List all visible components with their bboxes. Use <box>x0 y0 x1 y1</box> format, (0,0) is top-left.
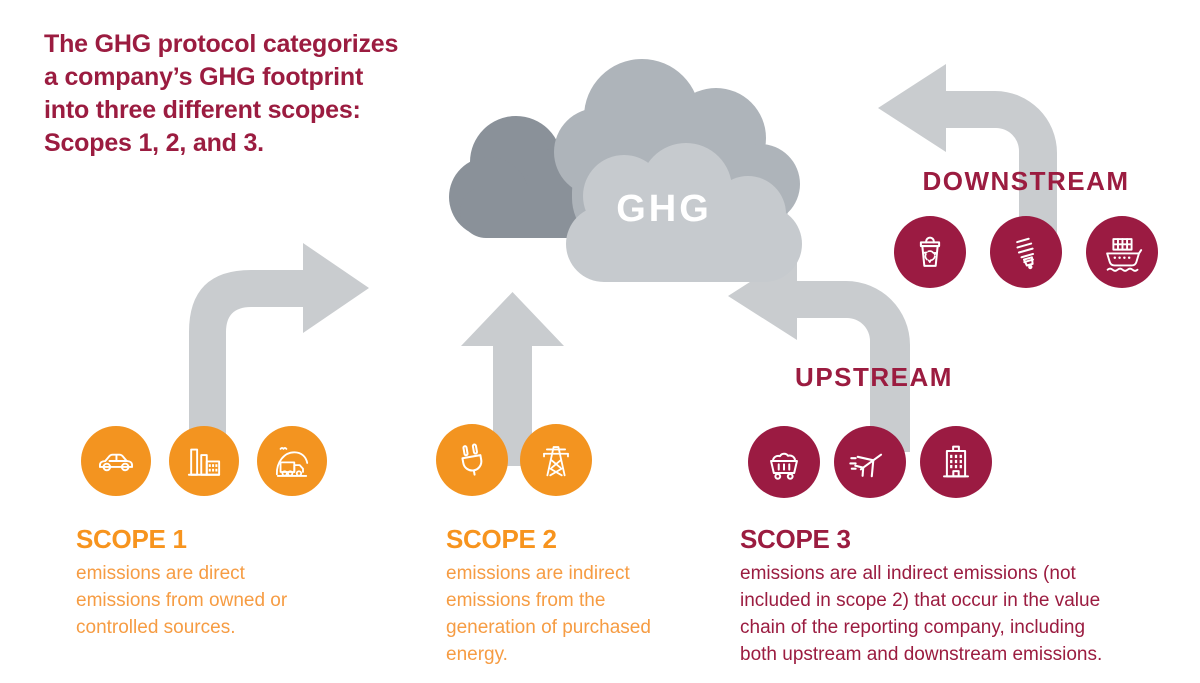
scope3-desc-line-3: chain of the reporting company, includin… <box>740 617 1086 638</box>
scope2-desc-line-2: emissions from the <box>446 590 606 611</box>
downstream-arrow-icon <box>878 64 1057 238</box>
cargo-ship-icon <box>1106 238 1143 272</box>
scope2-desc-line-1: emissions are indirect <box>446 563 630 584</box>
office-building-badge <box>920 426 992 498</box>
scope2-icon-row <box>436 424 592 496</box>
scope1-arrow-icon <box>189 243 369 442</box>
scope1-heading: SCOPE 1 <box>76 524 187 554</box>
scope3-text-block: SCOPE 3 emissions are all indirect emiss… <box>740 524 1200 668</box>
scope2-arrow-icon <box>461 292 564 466</box>
scope1-text-block: SCOPE 1 emissions are direct emissions f… <box>76 524 287 641</box>
mine-cart-badge <box>748 426 820 498</box>
airplane-icon <box>849 453 883 478</box>
downstream-label: DOWNSTREAM <box>922 166 1130 196</box>
mine-cart-icon <box>770 452 798 480</box>
factory-icon <box>187 448 221 476</box>
upstream-label: UPSTREAM <box>795 362 953 392</box>
scope1-desc-line-3: controlled sources. <box>76 617 236 638</box>
garbage-truck-badge <box>257 426 327 496</box>
ghg-cloud-label: GHG <box>616 188 712 230</box>
cfl-bulb-badge <box>990 216 1062 288</box>
upstream-icon-row <box>748 426 992 498</box>
scope2-desc-line-3: generation of purchased <box>446 617 651 638</box>
garbage-truck-icon <box>275 447 309 477</box>
scope1-desc-line-1: emissions are direct <box>76 563 245 584</box>
intro-line-2: a company’s GHG footprint <box>44 63 364 91</box>
scope3-heading: SCOPE 3 <box>740 524 851 554</box>
scope3-desc-line-2: included in scope 2) that occur in the v… <box>740 590 1101 611</box>
scope2-description: emissions are indirect emissions from th… <box>446 560 651 668</box>
factory-badge <box>169 426 239 496</box>
car-icon <box>98 453 134 472</box>
scope2-text-block: SCOPE 2 emissions are indirect emissions… <box>446 524 651 668</box>
scope1-desc-line-2: emissions from owned or <box>76 590 288 611</box>
office-building-icon <box>943 445 969 478</box>
scope3-desc-line-1: emissions are all indirect emissions (no… <box>740 563 1076 584</box>
plug-badge <box>436 424 508 496</box>
transmission-tower-badge <box>520 424 592 496</box>
cloud-front-icon <box>566 143 802 282</box>
recycle-bin-icon <box>919 236 941 267</box>
transmission-tower-icon <box>543 446 569 477</box>
airplane-badge <box>834 426 906 498</box>
scope1-description: emissions are direct emissions from owne… <box>76 560 287 641</box>
ghg-clouds-icon: GHG <box>449 59 802 282</box>
intro-text: The GHG protocol categorizes a company’s… <box>44 28 398 160</box>
cargo-ship-badge <box>1086 216 1158 288</box>
upstream-arrow-icon <box>728 252 910 452</box>
scope3-description: emissions are all indirect emissions (no… <box>740 560 1200 668</box>
downstream-icon-row <box>894 216 1158 288</box>
plug-icon <box>461 443 483 476</box>
recycle-bin-badge <box>894 216 966 288</box>
cfl-bulb-icon <box>1016 237 1035 270</box>
scope2-desc-line-4: energy. <box>446 644 508 665</box>
intro-line-3: into three different scopes: <box>44 96 361 124</box>
scope1-icon-row <box>81 426 327 496</box>
car-badge <box>81 426 151 496</box>
scope3-desc-line-4: both upstream and downstream emissions. <box>740 644 1103 665</box>
scope2-heading: SCOPE 2 <box>446 524 557 554</box>
intro-line-1: The GHG protocol categorizes <box>44 30 399 58</box>
intro-line-4: Scopes 1, 2, and 3. <box>44 129 264 157</box>
